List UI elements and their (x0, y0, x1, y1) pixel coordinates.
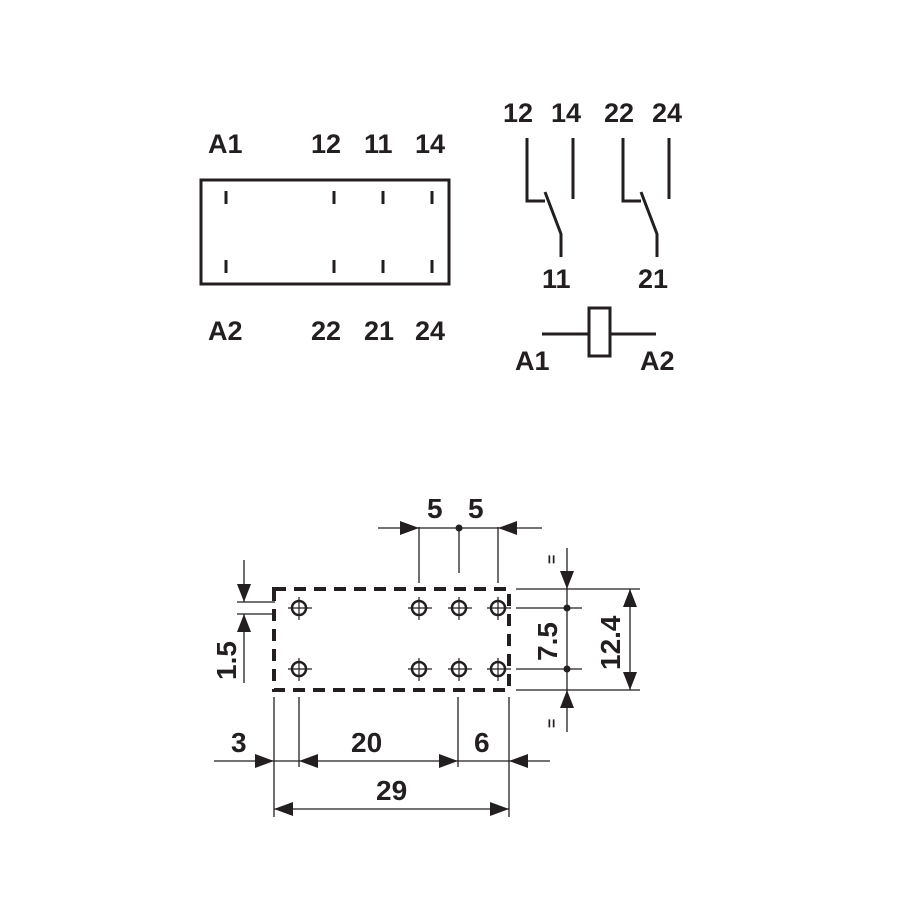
label-11-top: 11 (364, 129, 393, 159)
label-11-schematic: 11 (542, 264, 571, 294)
hole-a1 (288, 597, 312, 620)
label-a1-top: A1 (208, 129, 243, 159)
hole-22 (408, 658, 432, 681)
label-21-bottom: 21 (364, 316, 394, 346)
label-12-schematic: 12 (503, 98, 533, 128)
dim-pitch-left-label: 5 (427, 493, 443, 524)
dim-row-spacing-label: 7.5 (532, 622, 563, 661)
dim-span-label: 20 (351, 727, 382, 758)
label-24-bottom: 24 (415, 316, 445, 346)
hole-12 (408, 597, 432, 620)
coil-symbol (542, 306, 656, 358)
label-24-schematic: 24 (652, 98, 682, 128)
label-a2-coil: A2 (640, 346, 675, 376)
label-14-schematic: 14 (551, 98, 581, 128)
dim-length-bottom: 3 20 6 29 (214, 697, 550, 817)
dim-body-height-label: 12.4 (595, 615, 626, 670)
label-a1-coil: A1 (515, 346, 550, 376)
schematic: 12 14 22 24 11 21 A1 A2 (503, 98, 682, 376)
label-22-schematic: 22 (604, 98, 634, 128)
hole-21 (448, 658, 472, 681)
pcb-outline-dashed (272, 587, 511, 692)
hole-14 (487, 597, 511, 620)
hole-11 (448, 597, 472, 620)
label-12-top: 12 (311, 129, 341, 159)
dim-height-right: = = 7.5 12.4 (516, 548, 640, 732)
label-a2-bottom: A2 (208, 316, 243, 346)
dim-total-length-label: 29 (376, 775, 407, 806)
relay-body-outline (199, 178, 451, 286)
dim-offset-label: 1.5 (211, 641, 242, 680)
dim-pitch-right-label: 5 (468, 493, 484, 524)
label-21-schematic: 21 (638, 264, 668, 294)
hole-a2 (288, 658, 312, 681)
contact-set-2 (621, 138, 671, 257)
dim-left-margin-label: 3 (231, 727, 247, 758)
pin-marks (224, 191, 434, 273)
label-22-bottom: 22 (311, 316, 341, 346)
dim-pitch-top: 5 5 (378, 493, 542, 583)
label-14-top: 14 (415, 129, 445, 159)
contact-set-1 (525, 138, 575, 257)
pcb-layout: 5 5 1.5 = = 7.5 (211, 493, 640, 817)
pcb-holes (288, 597, 511, 681)
top-view: A1 12 11 14 A2 22 21 24 (199, 129, 451, 346)
equal-mark-bottom: = (544, 719, 561, 728)
equal-mark-top: = (544, 555, 561, 564)
dim-right-margin-label: 6 (474, 727, 490, 758)
hole-24 (487, 658, 511, 681)
dim-offset-left: 1.5 (211, 560, 275, 683)
